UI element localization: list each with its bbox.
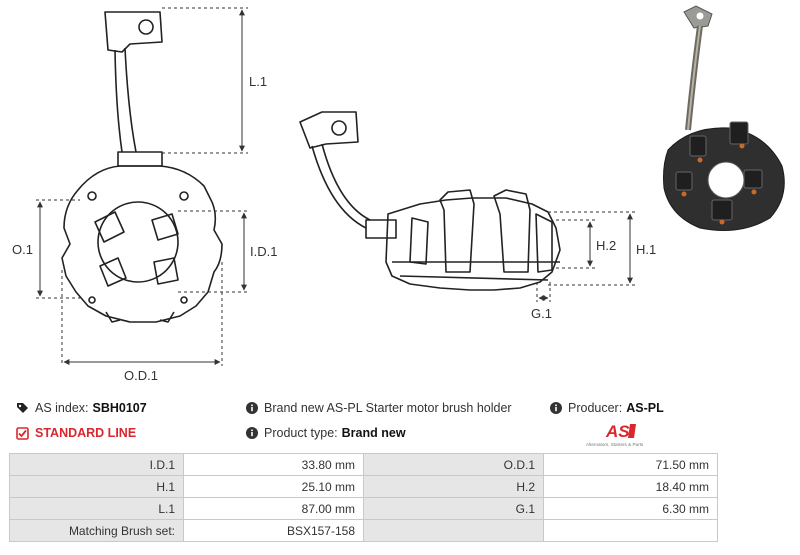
spec-label: H.1 [9,475,184,498]
spec-label: Matching Brush set: [9,519,184,542]
info-icon [246,427,258,439]
spec-label: G.1 [363,497,544,520]
spec-row: Matching Brush set:BSX157-158 [9,519,718,542]
product-type-label: Product type: [264,426,338,440]
product-photo [663,5,785,231]
as-pl-logo: AS Alternators, Starters & Parts [586,422,644,447]
producer: Producer: AS-PL [550,401,664,415]
dim-label-h2: H.2 [596,238,616,253]
as-index-value: SBH0107 [92,401,147,415]
producer-value: AS-PL [626,401,664,415]
product-type: Product type: Brand new [246,426,406,440]
info-icon [550,402,562,414]
checkbox-checked-icon [16,426,29,440]
description-text: Brand new AS-PL Starter motor brush hold… [264,401,512,415]
side-view-dimensions [536,211,636,302]
front-view-dimensions [36,7,250,366]
standard-line-label: STANDARD LINE [35,426,137,440]
spec-label [363,519,544,542]
side-view-drawing [299,111,561,291]
spec-value: 33.80 mm [183,453,364,476]
spec-label: L.1 [9,497,184,520]
info-icon [246,402,258,414]
dim-label-id1: I.D.1 [250,244,277,259]
spec-label: H.2 [363,475,544,498]
svg-text:AS: AS [605,422,630,441]
dim-label-l1: L.1 [249,74,267,89]
tag-icon [16,402,29,415]
spec-label: O.D.1 [363,453,544,476]
front-view-drawing [61,11,223,323]
spec-value: 71.50 mm [543,453,718,476]
description: Brand new AS-PL Starter motor brush hold… [246,401,512,415]
producer-label: Producer: [568,401,623,415]
standard-line: STANDARD LINE [16,426,136,440]
dim-label-g1: G.1 [531,306,552,321]
spec-value: 6.30 mm [543,497,718,520]
dim-label-od1: O.D.1 [124,368,158,383]
svg-text:Alternators, Starters & Parts: Alternators, Starters & Parts [586,442,644,447]
dim-label-o1: O.1 [12,242,33,257]
spec-value: BSX157-158 [183,519,364,542]
technical-drawing: L.1 O.1 I.D.1 O.D.1 H.1 H.2 G.1 [12,5,785,383]
as-index: AS index: SBH0107 [16,401,147,415]
as-index-label: AS index: [35,401,89,415]
spec-value [543,519,718,542]
dim-label-h1: H.1 [636,242,656,257]
spec-label: I.D.1 [9,453,184,476]
product-type-value: Brand new [341,426,406,440]
spec-value: 87.00 mm [183,497,364,520]
spec-value: 18.40 mm [543,475,718,498]
spec-value: 25.10 mm [183,475,364,498]
